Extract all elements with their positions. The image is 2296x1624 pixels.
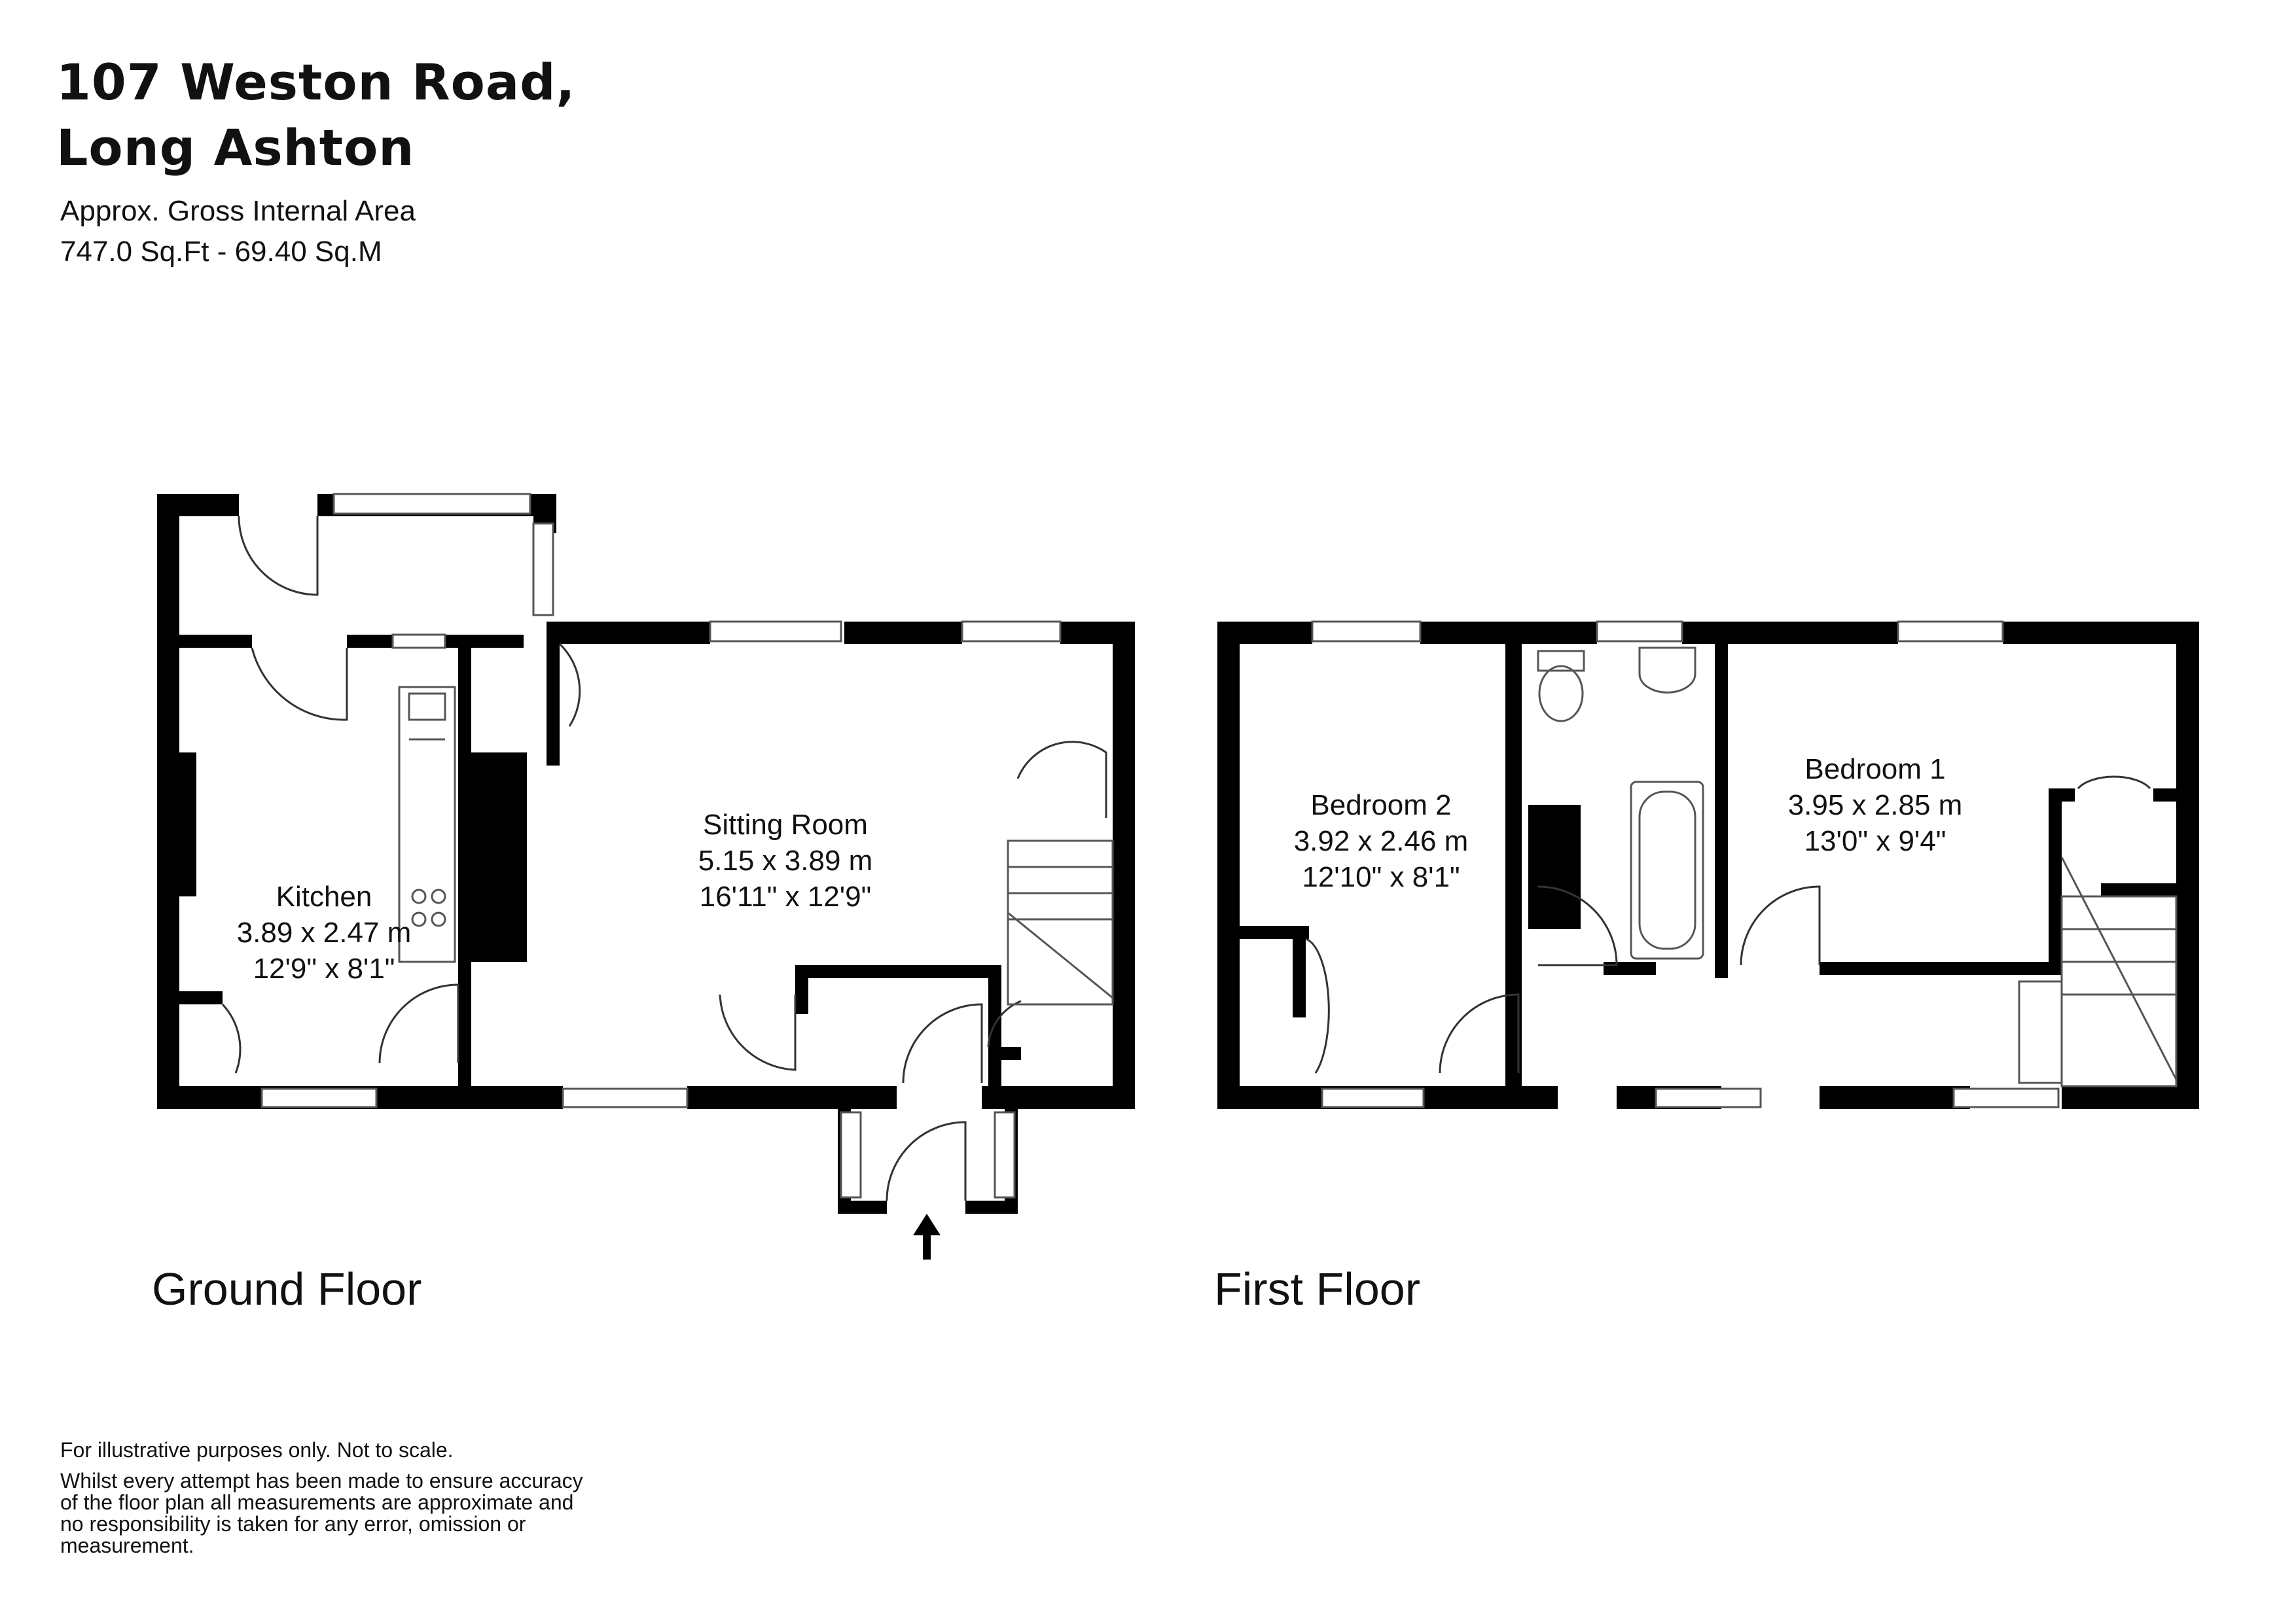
- first-floor-windows: [1311, 620, 2060, 1108]
- ground-floor-stairs: [1007, 839, 1114, 1006]
- first-floor-label: First Floor: [1214, 1263, 1420, 1315]
- bedroom-1-metric: 3.95 x 2.85 m: [1788, 789, 1963, 821]
- ground-floor-label: Ground Floor: [152, 1263, 422, 1315]
- area-summary: Approx. Gross Internal Area 747.0 Sq.Ft …: [60, 191, 416, 272]
- disclaimer: For illustrative purposes only. Not to s…: [60, 1439, 584, 1566]
- ground-floor-plan: Kitchen 3.89 x 2.47 m 12'9" x 8'1" Sitti…: [157, 493, 1135, 1260]
- sitting-room-imperial: 16'11" x 12'9": [700, 881, 872, 913]
- first-floor-plan: Bedroom 2 3.92 x 2.46 m 12'10" x 8'1" Be…: [1217, 620, 2199, 1109]
- address-line-2: Long Ashton: [56, 118, 415, 177]
- first-floor-walls: [1217, 622, 2199, 1109]
- area-value: 747.0 Sq.Ft - 69.40 Sq.M: [60, 236, 382, 268]
- disclaimer-line-2: Whilst every attempt has been made to en…: [60, 1469, 583, 1557]
- bedroom-2-metric: 3.92 x 2.46 m: [1294, 825, 1469, 857]
- kitchen-imperial: 12'9" x 8'1": [253, 953, 395, 985]
- area-label: Approx. Gross Internal Area: [60, 195, 416, 227]
- kitchen-metric: 3.89 x 2.47 m: [237, 917, 412, 949]
- entrance-arrow-icon: [913, 1214, 941, 1260]
- bathroom-fittings: [1537, 646, 1704, 960]
- bedroom-1-name: Bedroom 1: [1804, 753, 1945, 785]
- first-floor-stairs: [2018, 856, 2178, 1087]
- property-address: 107 Weston Road, Long Ashton: [56, 50, 575, 181]
- sitting-room-name: Sitting Room: [703, 809, 868, 841]
- disclaimer-line-1: For illustrative purposes only. Not to s…: [60, 1438, 454, 1462]
- bedroom-1-imperial: 13'0" x 9'4": [1804, 825, 1946, 857]
- ground-floor-doors: [221, 516, 1107, 1201]
- bedroom-2-name: Bedroom 2: [1310, 789, 1451, 821]
- kitchen-fittings: [398, 686, 456, 963]
- first-floor-doors: [1305, 775, 2151, 1074]
- ground-floor-windows: [260, 493, 1062, 1199]
- kitchen-name: Kitchen: [276, 881, 372, 913]
- bedroom-2-imperial: 12'10" x 8'1": [1302, 861, 1460, 893]
- sitting-room-metric: 5.15 x 3.89 m: [698, 845, 873, 877]
- address-line-1: 107 Weston Road,: [56, 53, 576, 111]
